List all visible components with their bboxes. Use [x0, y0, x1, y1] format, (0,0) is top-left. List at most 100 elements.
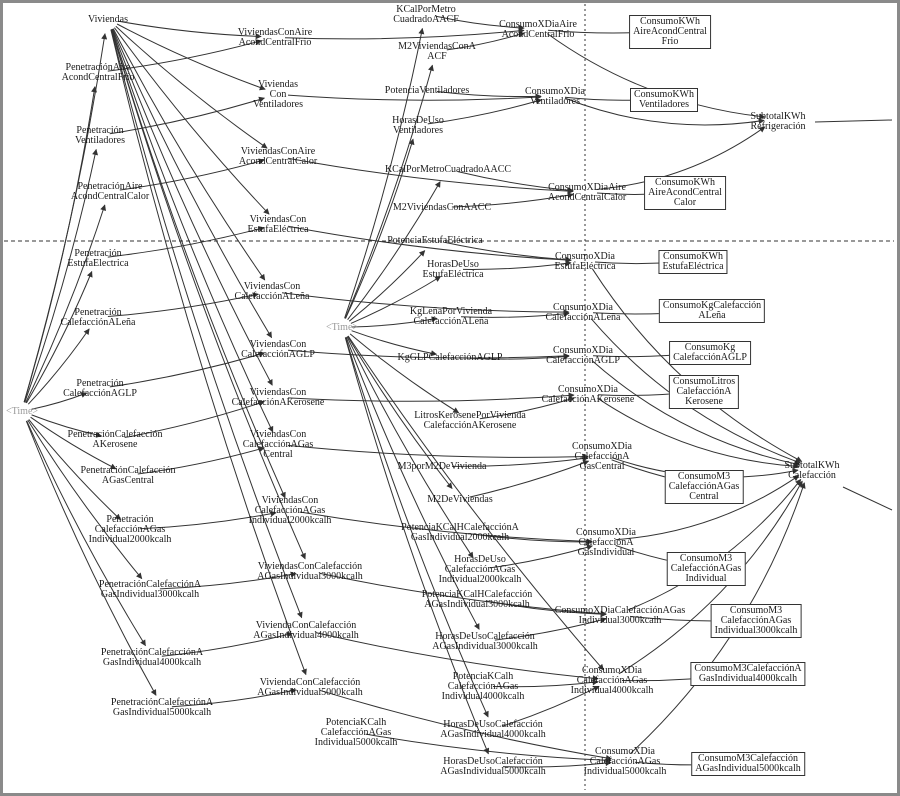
- variable-h-g3[interactable]: HorasDeUsoCalefacción AGasIndividual3000…: [432, 631, 538, 652]
- stock-k-g3[interactable]: ConsumoM3 CalefacciónAGas Individual3000…: [710, 604, 802, 638]
- edge-time2-to-m2-acf: [344, 64, 434, 319]
- variable-p-glp[interactable]: Penetración CalefacciónAGLP: [63, 378, 137, 399]
- edge-time2-to-kg-glp: [351, 330, 438, 357]
- variable-pot-g2[interactable]: PotenciaKCalHCalefacciónA GasIndividual2…: [401, 522, 519, 543]
- stock-k-acc[interactable]: ConsumoKWh AireAcondCentral Calor: [644, 176, 726, 210]
- variable-v-ee[interactable]: ViviendasCon EstufaEléctrica: [247, 214, 309, 235]
- stock-k-glp[interactable]: ConsumoKg CalefacciónAGLP: [669, 341, 751, 365]
- variable-pot-g5[interactable]: PotenciaKCalh CalefacciónAGas Individual…: [314, 717, 398, 748]
- variable-cd-g3[interactable]: ConsumoXDiaCalefacciónAGas Individual300…: [554, 605, 686, 626]
- variable-cd-len[interactable]: ConsumoXDia CalefacciónALeña: [545, 302, 621, 323]
- edge-time1-to-p-ee: [25, 270, 93, 404]
- variable-h-g2[interactable]: HorasDeUso CalefacciónAGas Individual200…: [438, 554, 522, 585]
- edge-time1-to-p-ven: [24, 148, 99, 403]
- stock-k-ee[interactable]: ConsumoKWh EstufaEléctrica: [658, 250, 728, 274]
- variable-h-g4[interactable]: HorasDeUsoCalefacción AGasIndividual4000…: [440, 719, 546, 740]
- variable-kc-acc[interactable]: KCalPorMetroCuadradoAACC: [384, 164, 512, 175]
- shadow-variable-time1[interactable]: <Time>: [5, 406, 39, 417]
- variable-viv[interactable]: Viviendas: [88, 14, 128, 25]
- variable-pot-ee[interactable]: PotenciaEstufaEléctrica: [387, 235, 483, 246]
- variable-m2-acf[interactable]: M2ViviendasConA ACF: [398, 41, 476, 62]
- variable-v-ker[interactable]: ViviendasCon CalefacciónAKerosene: [231, 387, 325, 408]
- edge-p-g5-to-v-g5: [171, 688, 297, 708]
- variable-pot-ven[interactable]: PotenciaVentiladores: [384, 85, 470, 96]
- edge-time1-to-p-g4: [26, 420, 146, 647]
- variable-st-cal[interactable]: SubtotalKWh Calefacción: [784, 460, 840, 481]
- variable-p-g3[interactable]: PenetraciónCalefacciónA GasIndividual300…: [98, 579, 202, 600]
- variable-v-acf[interactable]: ViviendasConAire AcondCentralFrio: [237, 27, 313, 48]
- stock-k-len[interactable]: ConsumoKgCalefacción ALeña: [658, 299, 766, 323]
- stock-k-gi[interactable]: ConsumoM3 CalefacciónAGas Individual: [666, 552, 746, 586]
- variable-l-ker[interactable]: LitrosKerosenePorVivienda CalefacciónAKe…: [414, 410, 526, 431]
- variable-h-ven[interactable]: HorasDeUso Ventiladores: [392, 115, 444, 136]
- variable-cd-glp[interactable]: ConsumoXDia CalefacciónAGLP: [546, 345, 620, 366]
- variable-cd-ker[interactable]: ConsumoXDia CalefacciónAKerosene: [541, 384, 635, 405]
- variable-v-acc[interactable]: ViviendasConAire AcondCentralCalor: [238, 146, 318, 167]
- stock-k-acf[interactable]: ConsumoKWh AireAcondCentral Frio: [629, 15, 711, 49]
- variable-m2-acc[interactable]: M2ViviendasConAACC: [392, 202, 492, 213]
- variable-pot-g3[interactable]: PotenciaKCalHCalefacción AGasIndividual3…: [421, 589, 533, 610]
- variable-cd-gi[interactable]: ConsumoXDia CalefacciónA GasIndividual: [576, 527, 636, 558]
- variable-pot-g4[interactable]: PotenciaKCalh CalefacciónAGas Individual…: [441, 671, 525, 702]
- edge-pot-g2-to-cd-gi: [469, 533, 593, 546]
- variable-kg-len[interactable]: KgLeñaPorVivienda CalefacciónALeña: [409, 306, 493, 327]
- variable-p-ker[interactable]: PenetraciónCalefacción AKerosene: [67, 429, 163, 450]
- stock-k-gc[interactable]: ConsumoM3 CalefacciónAGas Central: [664, 470, 744, 504]
- variable-v-g3[interactable]: ViviendasConCalefacción AGasIndividual30…: [257, 561, 363, 582]
- variable-p-g4[interactable]: PenetraciónCalefacciónA GasIndividual400…: [100, 647, 204, 668]
- variable-p-g2[interactable]: Penetración CalefacciónAGas Individual20…: [88, 514, 172, 545]
- edge-p-gc-to-v-gc: [137, 446, 265, 475]
- edge-p-g4-to-v-g4: [161, 631, 293, 657]
- variable-p-ven[interactable]: Penetración Ventiladores: [75, 125, 125, 146]
- variable-cd-ven[interactable]: ConsumoXDia Ventiladores: [525, 86, 585, 107]
- edge-viv-to-v-g5: [110, 29, 307, 676]
- stock-k-g5[interactable]: ConsumoM3Calefacción AGasIndividual5000k…: [691, 752, 805, 776]
- outflow-refrigeracion: [814, 119, 893, 123]
- edge-viv-to-v-ee: [113, 27, 270, 215]
- variable-kc-acf[interactable]: KCalPorMetro CuadradoAACF: [393, 4, 459, 25]
- variable-v-len[interactable]: ViviendasCon CalefacciónALeña: [234, 281, 310, 302]
- variable-st-ref[interactable]: SubtotalKWh Refrigeración: [750, 111, 806, 132]
- stock-k-g4[interactable]: ConsumoM3CalefacciónA GasIndividual4000k…: [690, 662, 806, 686]
- variable-v-g4[interactable]: ViviendaConCalefacción AGasIndividual400…: [253, 620, 359, 641]
- variable-p-gc[interactable]: PenetraciónCalefacción AGasCentral: [80, 465, 176, 486]
- variable-p-ee[interactable]: Penetración EstufaElectrica: [67, 248, 129, 269]
- variable-v-glp[interactable]: ViviendasCon CalefacciónAGLP: [241, 339, 315, 360]
- shadow-variable-time2[interactable]: <Time>: [325, 322, 359, 333]
- variable-h-g5[interactable]: HorasDeUsoCalefacción AGasIndividual5000…: [440, 756, 546, 777]
- variable-p-g5[interactable]: PenetraciónCalefacciónA GasIndividual500…: [110, 697, 214, 718]
- edge-h-ee-to-cd-ee: [462, 260, 572, 270]
- variable-h-ee[interactable]: HorasDeUso EstufaEléctrica: [422, 259, 484, 280]
- stock-k-ker[interactable]: ConsumoLitros CalefacciónA Kerosene: [668, 375, 740, 409]
- variable-cd-acf[interactable]: ConsumoXDiaAire AcondCentralFrio: [499, 19, 577, 40]
- variable-m2v[interactable]: M2DeViviendas: [427, 494, 493, 505]
- edge-time1-to-p-g2: [28, 419, 121, 521]
- edge-viv-to-v-acc: [115, 25, 268, 149]
- variable-p-len[interactable]: Penetración CalefacciónALeña: [60, 307, 136, 328]
- variable-m3m2[interactable]: M3porM2DeVivienda: [397, 461, 487, 472]
- edge-v-g3-to-cd-g3: [319, 572, 607, 617]
- variable-cd-g4[interactable]: ConsumoXDia CalefacciónAGas Individual40…: [570, 665, 654, 696]
- variable-v-g2[interactable]: ViviendasCon CalefacciónAGas Individual2…: [248, 495, 332, 526]
- edge-v-acf-to-cd-acf: [284, 27, 525, 40]
- variable-kg-glp[interactable]: KgGLPCalefacciónAGLP: [397, 352, 503, 363]
- edge-m2-acc-to-cd-acc: [451, 192, 574, 208]
- edge-cd-gi-to-st-cal: [615, 475, 800, 541]
- edge-viv-to-v-ker: [111, 28, 273, 386]
- edge-time1-to-p-g3: [27, 419, 143, 580]
- variable-v-ven[interactable]: Viviendas Con Ventiladores: [253, 79, 303, 110]
- variable-p-acf[interactable]: PenetraciónAire AcondCentralFrío: [61, 62, 135, 83]
- outflow-calefaccion: [842, 486, 893, 511]
- edge-p-len-to-v-len: [107, 292, 259, 317]
- edge-time2-to-h-g5: [344, 337, 490, 755]
- variable-cd-g5[interactable]: ConsumoXDia CalefacciónAGas Individual50…: [583, 746, 667, 777]
- variable-cd-ee[interactable]: ConsumoXDia EstufaEléctrica: [554, 251, 616, 272]
- edge-time2-to-kc-acf: [344, 27, 425, 319]
- stock-k-ven[interactable]: ConsumoKWh Ventiladores: [630, 88, 698, 112]
- variable-v-gc[interactable]: ViviendasCon CalefacciónAGas Central: [242, 429, 314, 460]
- edge-viv-to-v-glp: [112, 28, 273, 339]
- variable-v-g5[interactable]: ViviendaConCalefacción AGasIndividual500…: [257, 677, 363, 698]
- variable-cd-gc[interactable]: ConsumoXDia CalefacciónA GasCentral: [572, 441, 632, 472]
- variable-cd-acc[interactable]: ConsumoXDiaAire AcondCentralCalor: [547, 182, 627, 203]
- variable-p-acc[interactable]: PenetraciónAire AcondCentralCalor: [70, 181, 150, 202]
